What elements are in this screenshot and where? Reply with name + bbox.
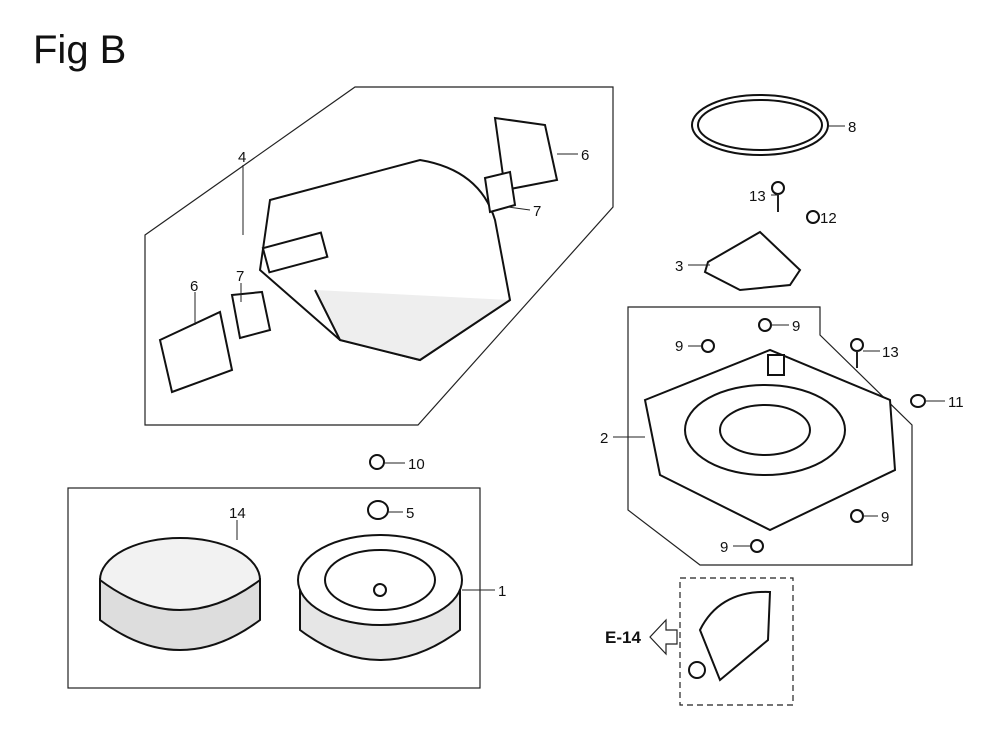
bolt-part-13-upper[interactable] <box>771 181 785 212</box>
callout-13-upper: 13 <box>749 188 766 205</box>
callout-4: 4 <box>238 149 246 166</box>
group-outline-air-cleaner <box>67 487 481 689</box>
callout-10: 10 <box>408 456 425 473</box>
callout-7-upper: 7 <box>533 203 541 220</box>
group-outline-recoil <box>627 306 913 566</box>
callout-11: 11 <box>948 394 964 411</box>
bracket-part-3[interactable] <box>703 230 802 292</box>
e14-part-preview[interactable] <box>688 590 772 682</box>
callout-3: 3 <box>675 258 683 275</box>
figure-title: Fig B <box>33 28 127 72</box>
callout-9-c: 9 <box>881 509 889 526</box>
leader-lines <box>194 125 945 591</box>
callout-9-d: 9 <box>720 539 728 556</box>
callout-7-lower: 7 <box>236 268 244 285</box>
nut-part-10[interactable] <box>369 454 385 470</box>
callout-14: 14 <box>229 505 246 522</box>
callout-5: 5 <box>406 505 414 522</box>
callout-9-a: 9 <box>792 318 800 335</box>
callout-1: 1 <box>498 583 506 600</box>
reference-e14-label[interactable]: E-14 <box>605 628 641 647</box>
clip-part-7-lower[interactable] <box>230 290 272 340</box>
nut-part-9-a[interactable] <box>758 318 772 332</box>
callout-2: 2 <box>600 430 608 447</box>
group-outline-cover <box>144 86 614 426</box>
engine-cover-part[interactable] <box>258 158 512 362</box>
bolt-part-13-lower[interactable] <box>850 338 864 368</box>
arrow-left-icon <box>649 618 678 656</box>
nut-part-5[interactable] <box>367 500 389 520</box>
nut-part-12[interactable] <box>806 210 820 224</box>
cap-part-11[interactable] <box>910 394 926 408</box>
seal-ring-part-8[interactable] <box>691 94 829 156</box>
callout-6-lower: 6 <box>190 278 198 295</box>
callout-9-b: 9 <box>675 338 683 355</box>
air-cleaner-part-1[interactable] <box>297 534 463 661</box>
foam-element-part-14[interactable] <box>99 537 261 651</box>
callout-13-lower: 13 <box>882 344 899 361</box>
nut-part-9-b[interactable] <box>701 339 715 353</box>
nut-part-9-c[interactable] <box>850 509 864 523</box>
clip-part-7-upper[interactable] <box>483 170 517 214</box>
callout-8: 8 <box>848 119 856 136</box>
callout-12: 12 <box>820 210 837 227</box>
callout-6-upper: 6 <box>581 147 589 164</box>
recoil-starter-part-2[interactable] <box>643 348 897 532</box>
nut-part-9-d[interactable] <box>750 539 764 553</box>
grille-part-6-lower[interactable] <box>158 310 234 394</box>
